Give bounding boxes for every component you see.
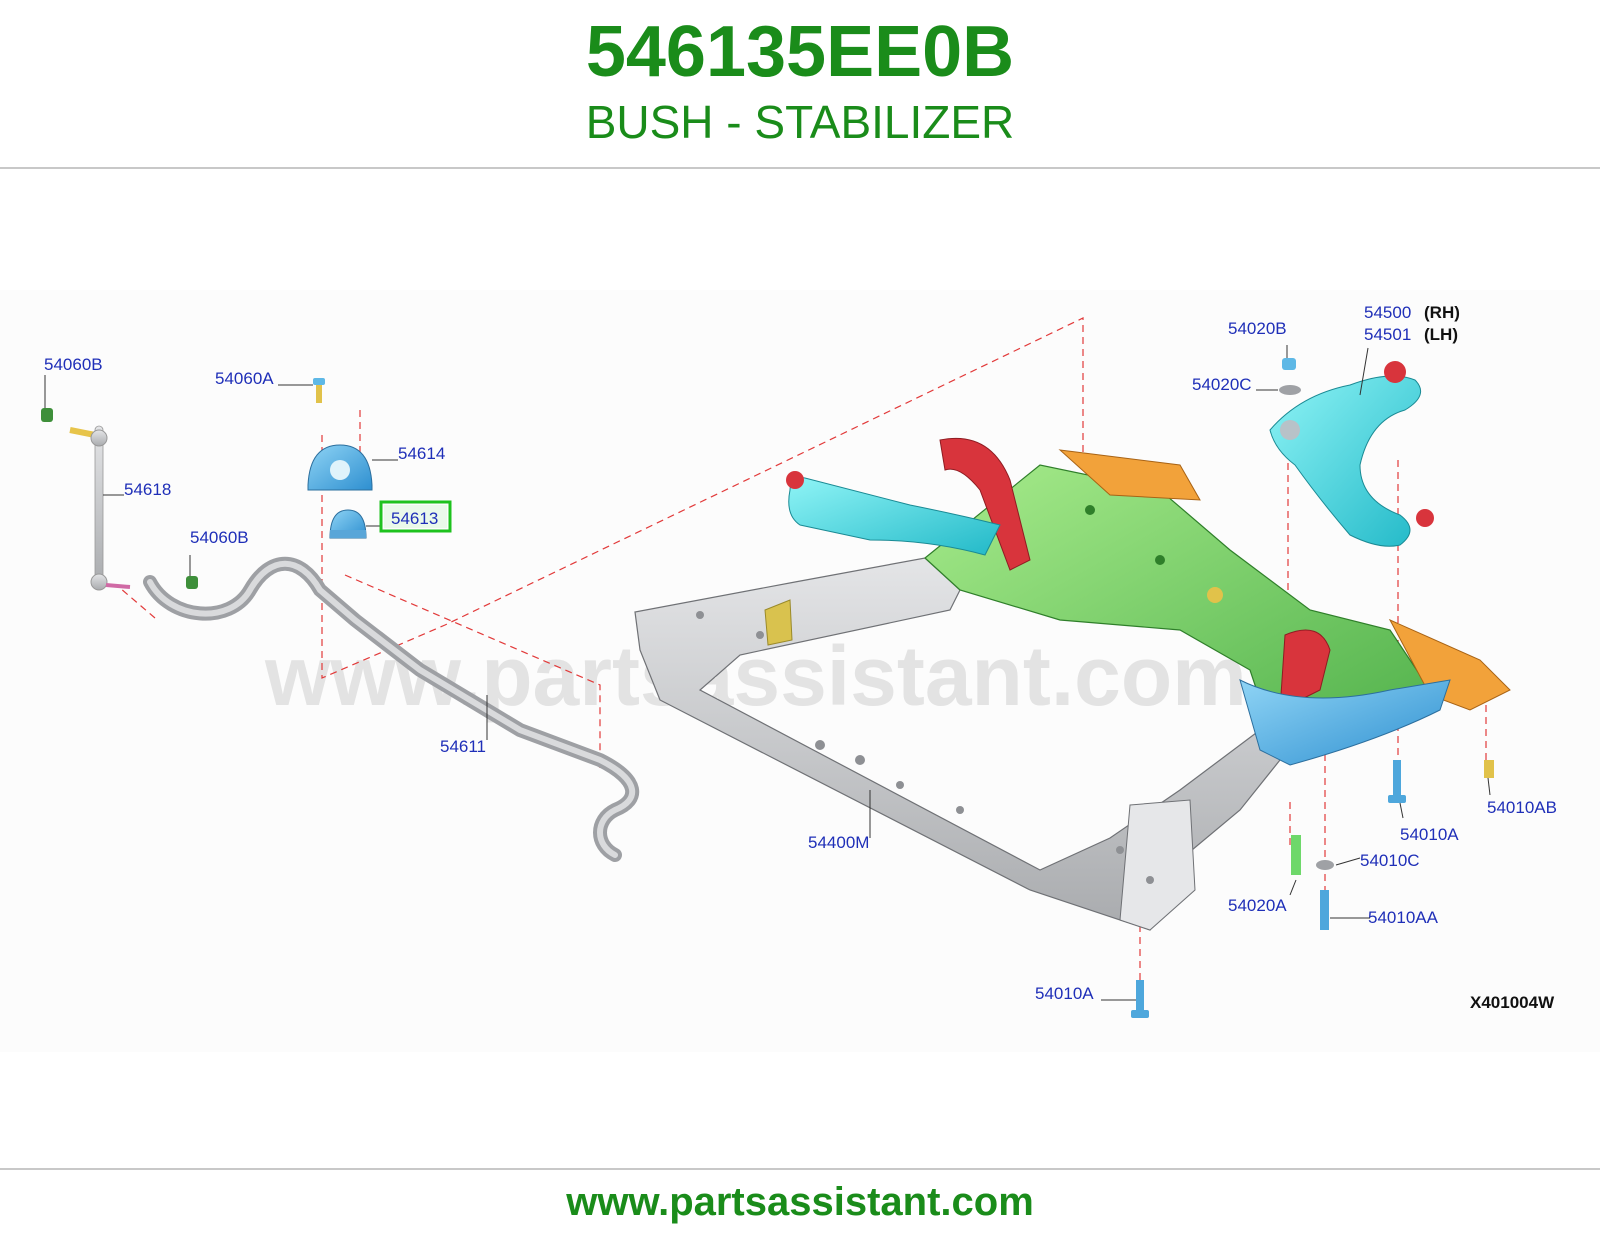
label-54614: 54614 (398, 444, 445, 463)
part-name-subtitle: BUSH - STABILIZER (585, 96, 1015, 148)
label-54060A: 54060A (215, 369, 274, 388)
label-54500-side: (RH) (1424, 303, 1460, 322)
mounting-plate-orange (1058, 449, 1511, 711)
red-bracket (939, 437, 1331, 711)
hardware-bolts-nuts (1131, 358, 1494, 1018)
front-subframe-54400M (634, 557, 1281, 931)
label-54501: 54501 (1364, 325, 1411, 344)
highlight-box-54613 (379, 500, 452, 533)
drawing-code: X401004W (1470, 993, 1555, 1012)
label-54611: 54611 (440, 737, 486, 756)
label-54010A-right: 54010A (1400, 825, 1459, 844)
label-54060B-mid: 54060B (190, 528, 249, 547)
label-54010AA: 54010AA (1368, 908, 1439, 927)
label-54020B: 54020B (1228, 319, 1287, 338)
clamp-54614 (307, 444, 373, 491)
label-54500: 54500 (1364, 303, 1411, 322)
label-54010AB: 54010AB (1487, 798, 1557, 817)
bush-54613 (329, 509, 367, 539)
stabilizer-bar-54611 (143, 556, 640, 862)
label-54020C: 54020C (1192, 375, 1252, 394)
label-54400M: 54400M (808, 833, 869, 852)
label-54613-highlighted[interactable]: 54613 (391, 509, 438, 528)
stabilizer-link-54618 (41, 408, 131, 591)
leader-lines (44, 345, 1491, 1001)
footer-divider (0, 1168, 1600, 1170)
label-54010A-bottom: 54010A (1035, 984, 1094, 1003)
label-54010C: 54010C (1360, 851, 1420, 870)
label-54060B-top: 54060B (44, 355, 103, 374)
footer-url-link[interactable]: www.partsassistant.com (566, 1180, 1034, 1224)
part-number-title: 546135EE0B (585, 12, 1015, 92)
diagram-canvas: www.partsassistant.com (41, 303, 1557, 1018)
bolt-54060A (313, 378, 325, 403)
label-54618: 54618 (124, 480, 171, 499)
part-labels: 54060B 54060A 54614 54618 54613 54060B 5… (44, 303, 1557, 1012)
label-54501-side: (LH) (1424, 325, 1458, 344)
page-header: 546135EE0B BUSH - STABILIZER (0, 0, 1600, 168)
lower-arm-54500-54501 (786, 361, 1451, 766)
label-54020A: 54020A (1228, 896, 1287, 915)
header-divider (0, 167, 1600, 169)
exploded-parts-diagram: www.partsassistant.com (0, 290, 1600, 1052)
